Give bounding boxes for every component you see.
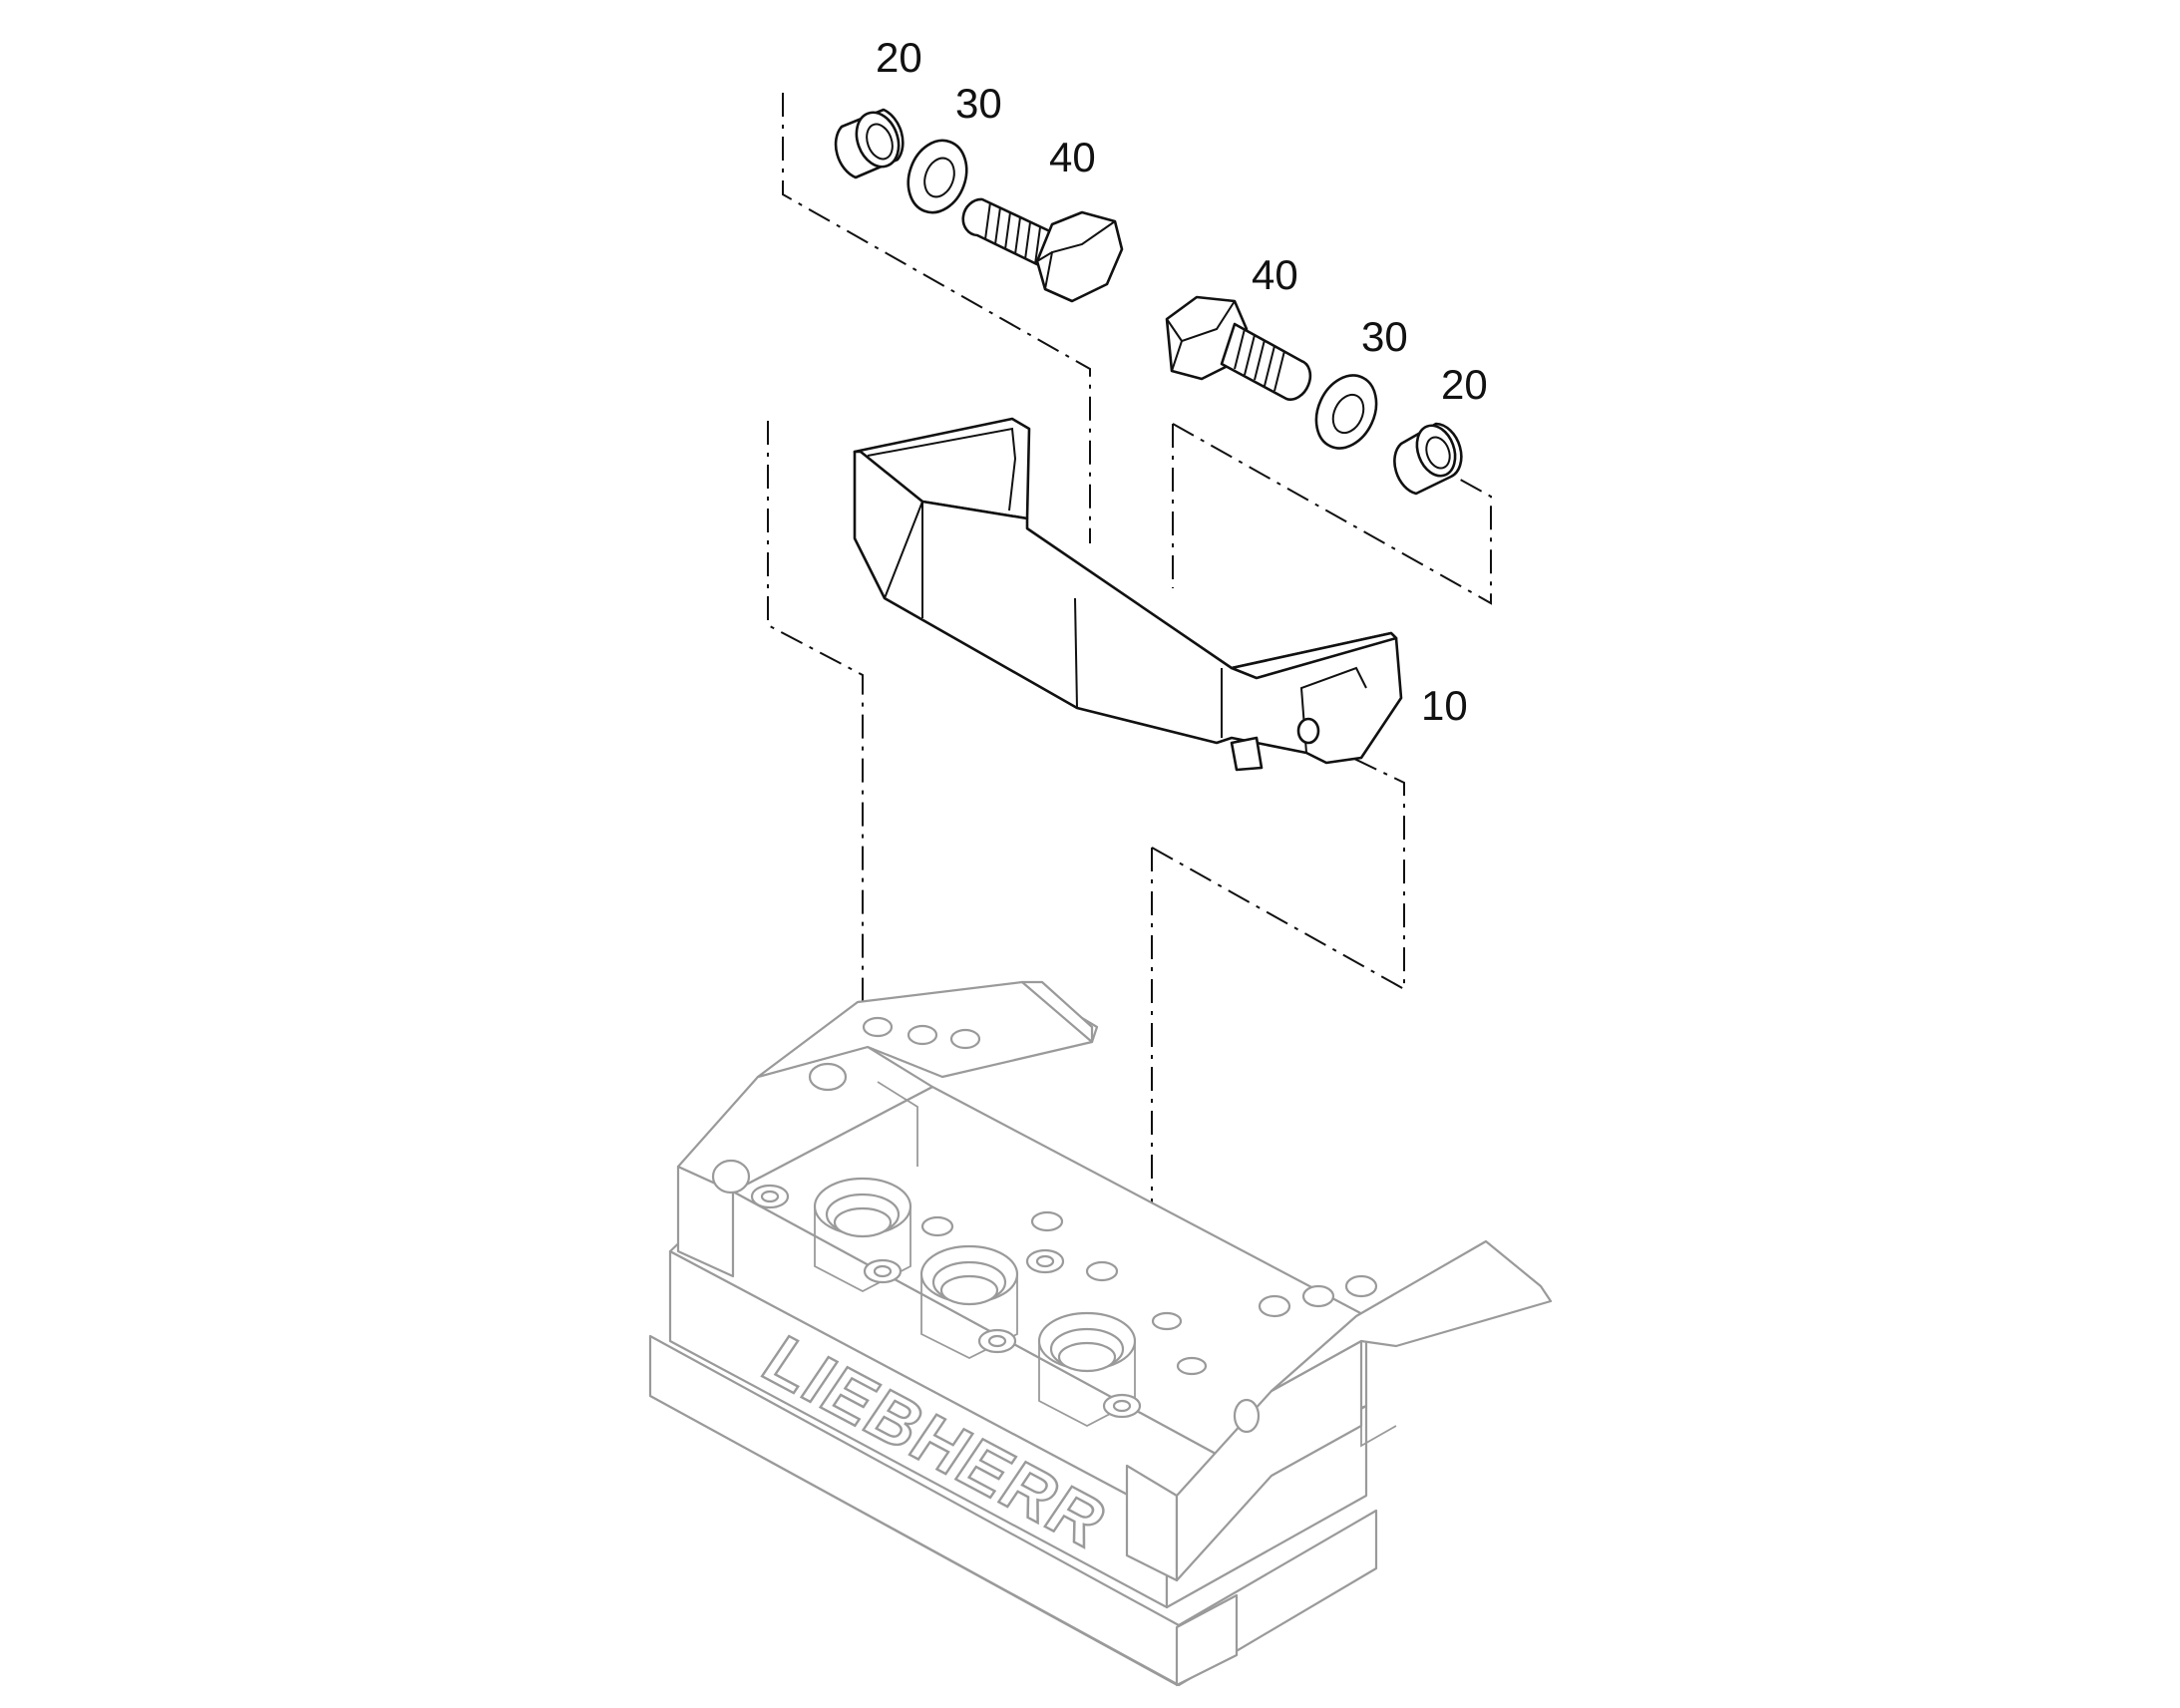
callout-20-upper: 20 [876, 34, 922, 81]
callout-20-lower: 20 [1441, 361, 1488, 408]
bushing-20-lower [1393, 422, 1463, 496]
washer-30-lower [1314, 374, 1378, 450]
callout-30-lower: 30 [1361, 313, 1408, 360]
bolt-40-lower [1165, 295, 1312, 401]
quick-coupler-base: LIEBHERR [648, 980, 1553, 1687]
callout-40-lower: 40 [1252, 251, 1298, 298]
bolt-40-upper [961, 197, 1124, 303]
callout-30-upper: 30 [955, 80, 1002, 127]
guard-bracket [853, 417, 1403, 772]
washer-30-upper [907, 139, 968, 214]
bushing-20-upper [834, 108, 905, 179]
socket-bolts [750, 1184, 1208, 1419]
callout-labels: 20 30 40 40 30 20 10 [876, 34, 1488, 729]
callout-40-upper: 40 [1049, 134, 1096, 180]
hydraulic-ports [813, 1177, 1137, 1428]
callout-10: 10 [1421, 682, 1468, 729]
